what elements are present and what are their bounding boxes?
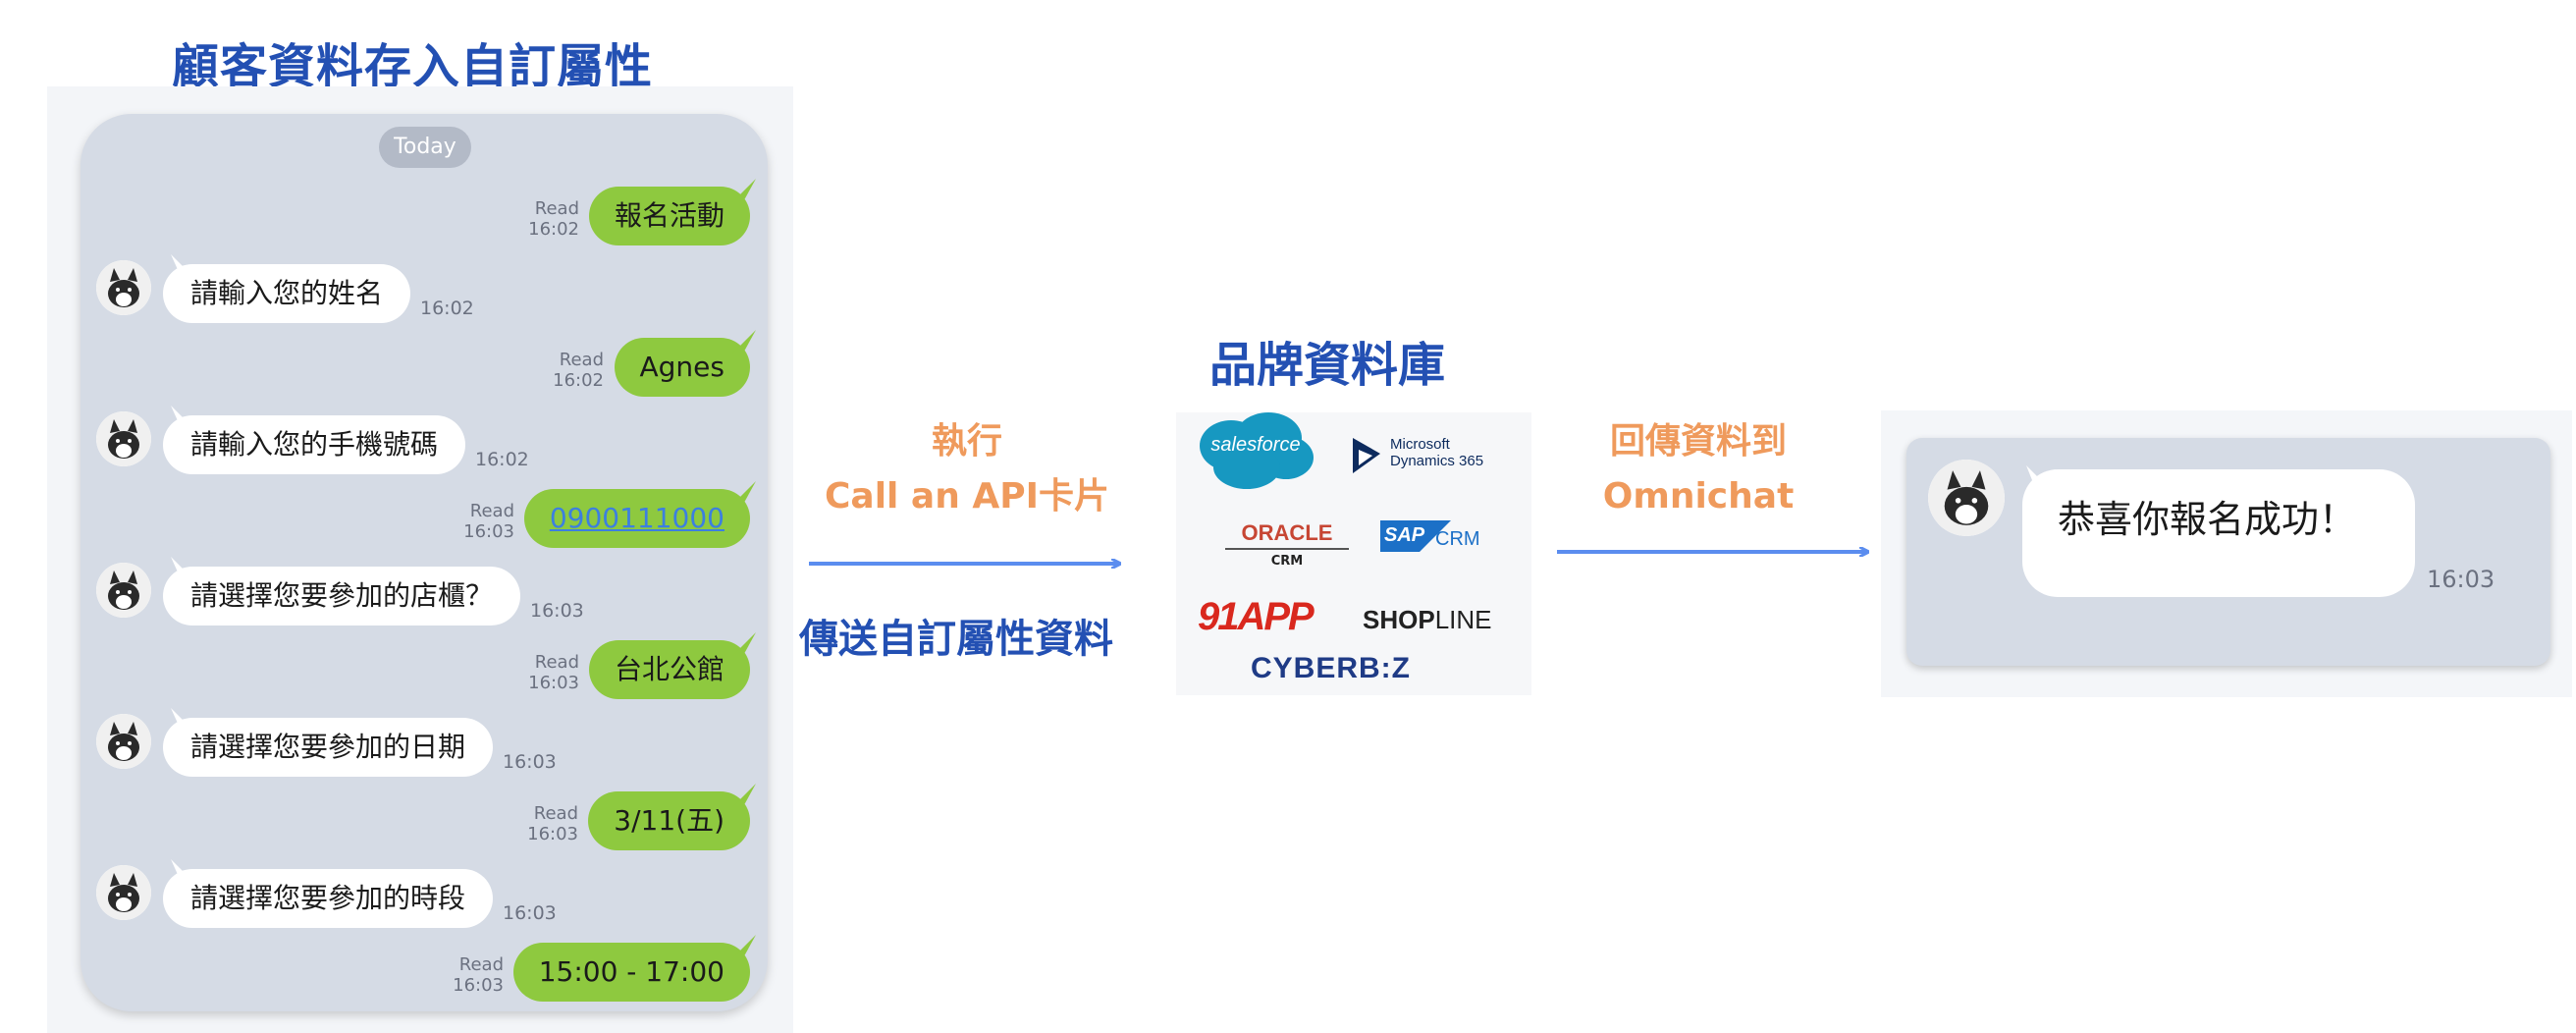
read-label: Read xyxy=(534,652,579,673)
shopline-text-a: SHOP xyxy=(1363,605,1435,634)
dynamics-icon xyxy=(1353,438,1380,473)
outgoing-message-bubble: 3/11(五) xyxy=(588,791,750,850)
message-time: 16:03 xyxy=(527,824,578,844)
incoming-message-row: 請選擇您要參加的日期 16:03 xyxy=(80,714,768,777)
dog-avatar-icon xyxy=(96,411,151,466)
message-time: 16:03 xyxy=(528,673,579,693)
message-time: 16:02 xyxy=(528,219,579,240)
message-time: 16:02 xyxy=(420,298,474,319)
read-label: Read xyxy=(534,198,579,219)
message-time: 16:03 xyxy=(503,902,557,924)
incoming-message-bubble: 請選擇您要參加的日期 xyxy=(163,718,494,777)
dog-avatar-icon xyxy=(96,563,151,618)
incoming-message-bubble: 請選擇您要參加的時段 xyxy=(163,869,494,928)
read-label: Read xyxy=(458,954,504,975)
oracle-crm-logo: ORACLE CRM xyxy=(1225,520,1349,569)
91app-logo: 91APP xyxy=(1198,595,1315,638)
sap-crm-text: CRM xyxy=(1435,528,1480,550)
outgoing-message-bubble: 報名活動 xyxy=(588,187,750,245)
execute-label-line1: 執行 xyxy=(931,421,1002,462)
sap-text: SAP xyxy=(1384,524,1425,546)
dog-avatar-icon xyxy=(96,260,151,315)
message-time: 16:02 xyxy=(553,370,604,391)
message-time: 16:03 xyxy=(503,751,557,773)
message-time: 16:03 xyxy=(530,600,584,622)
incoming-message-row: 請選擇您要參加的店櫃？ 16:03 xyxy=(80,563,768,625)
read-label: Read xyxy=(469,501,514,521)
incoming-message-bubble: 請輸入您的姓名 xyxy=(163,264,411,323)
result-chat-card: 恭喜你報名成功！ 16:03 xyxy=(1906,438,2550,666)
incoming-message-bubble: 請輸入您的手機號碼 xyxy=(163,415,466,474)
salesforce-text: salesforce xyxy=(1210,434,1301,456)
return-to-omnichat-label: 回傳資料到 Omnichat xyxy=(1551,414,1846,524)
outgoing-message-bubble: 15:00 - 17:00 xyxy=(512,943,750,1002)
shopline-text-b: LINE xyxy=(1434,605,1492,634)
return-label-line2: Omnichat xyxy=(1602,476,1795,516)
dog-avatar-icon xyxy=(1928,460,2005,536)
send-attributes-label: 傳送自訂屬性資料 xyxy=(799,617,1113,662)
ms-dynamics-line1: Microsoft xyxy=(1390,436,1450,453)
ms-dynamics-line2: Dynamics 365 xyxy=(1390,453,1484,469)
brand-database-title: 品牌資料庫 xyxy=(1209,338,1446,393)
oracle-crm-text: CRM xyxy=(1270,554,1304,569)
avatar xyxy=(96,714,151,769)
avatar xyxy=(96,563,151,618)
incoming-message-row: 請輸入您的姓名 16:02 xyxy=(80,260,768,323)
outgoing-message-bubble: Agnes xyxy=(614,338,750,397)
outgoing-message-bubble[interactable]: 0900111000 xyxy=(523,489,750,548)
title-left: 顧客資料存入自訂屬性 xyxy=(172,39,654,94)
incoming-message-row: 請選擇您要參加的時段 16:03 xyxy=(80,865,768,928)
outgoing-message-bubble: 台北公館 xyxy=(588,640,750,699)
avatar xyxy=(96,411,151,466)
dog-avatar-icon xyxy=(96,865,151,920)
today-badge: Today xyxy=(379,127,471,168)
success-message-time: 16:03 xyxy=(2427,566,2496,593)
return-label-line1: 回傳資料到 xyxy=(1609,421,1787,462)
avatar xyxy=(96,260,151,315)
avatar xyxy=(96,865,151,920)
success-message-bubble: 恭喜你報名成功！ xyxy=(2022,469,2415,597)
message-time: 16:03 xyxy=(463,521,514,542)
read-label: Read xyxy=(559,350,604,370)
execute-api-label: 執行 Call an API卡片 xyxy=(805,414,1129,524)
shopline-logo: SHOPLINE xyxy=(1363,605,1492,635)
oracle-text: ORACLE xyxy=(1225,520,1349,550)
execute-label-line2: Call an API卡片 xyxy=(824,476,1110,516)
message-time: 16:03 xyxy=(453,975,504,996)
message-time: 16:02 xyxy=(475,449,529,470)
crm-logo-panel: salesforce Microsoft Dynamics 365 ORACLE… xyxy=(1176,412,1531,695)
incoming-message-bubble: 請選擇您要參加的店櫃？ xyxy=(163,567,521,625)
salesforce-logo: salesforce xyxy=(1192,412,1319,491)
read-label: Read xyxy=(533,803,578,824)
cyberbiz-logo: CYBERB:Z xyxy=(1251,652,1411,684)
avatar xyxy=(1928,460,2005,536)
incoming-message-row: 請輸入您的手機號碼 16:02 xyxy=(80,411,768,474)
dog-avatar-icon xyxy=(96,714,151,769)
